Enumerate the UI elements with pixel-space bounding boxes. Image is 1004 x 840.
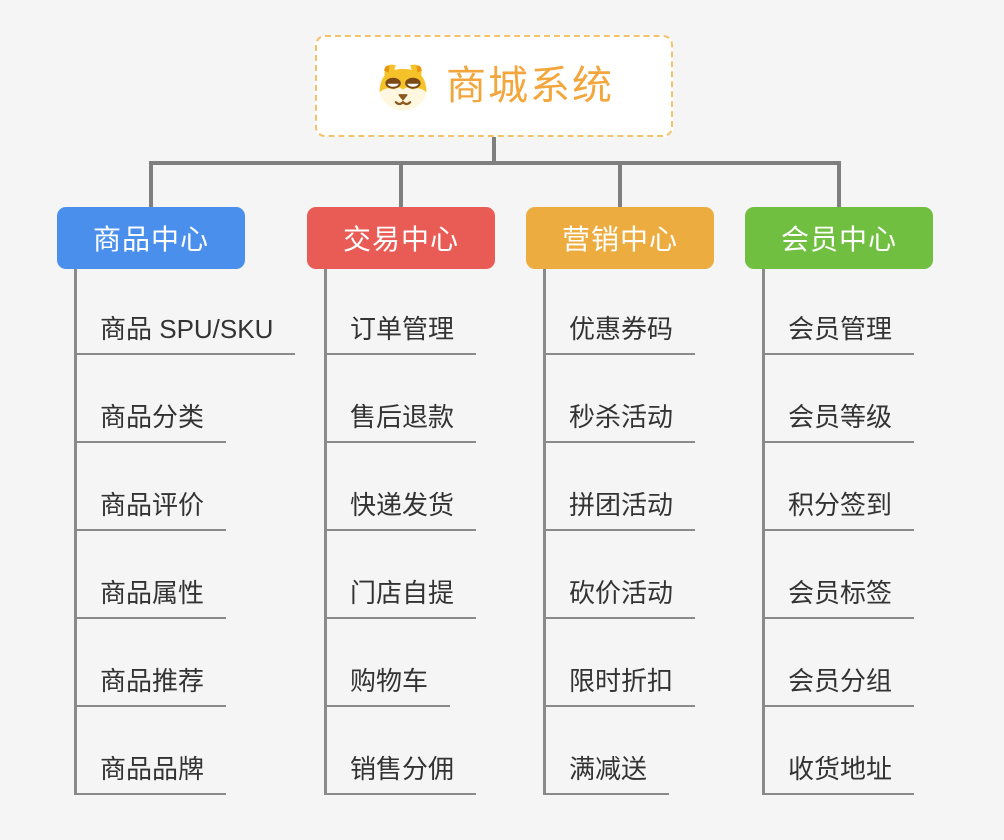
- dog-face-icon: [374, 59, 432, 113]
- item-label[interactable]: 销售分佣: [324, 753, 477, 795]
- connector-bus-line: [149, 161, 841, 165]
- item-label[interactable]: 门店自提: [324, 577, 477, 619]
- item-label[interactable]: 快递发货: [324, 489, 477, 531]
- branch-items-trade-center: 订单管理 售后退款 快递发货 门店自提 购物车 销售分佣: [307, 267, 547, 795]
- branch-items-marketing-center: 优惠券码 秒杀活动 拼团活动 砍价活动 限时折扣 满减送: [526, 267, 766, 795]
- mindmap-item: 砍价活动: [543, 531, 766, 619]
- item-label[interactable]: 优惠券码: [543, 313, 696, 355]
- branch-box-product-center[interactable]: 商品中心: [57, 207, 245, 269]
- branch-items-product-center: 商品 SPU/SKU 商品分类 商品评价 商品属性 商品推荐 商品品牌: [57, 267, 297, 795]
- item-label[interactable]: 商品品牌: [74, 753, 227, 795]
- branch-trunk-line: [324, 269, 327, 795]
- item-label[interactable]: 砍价活动: [543, 577, 696, 619]
- branch-trunk-line: [762, 269, 765, 795]
- item-label[interactable]: 商品分类: [74, 401, 227, 443]
- item-label[interactable]: 会员分组: [762, 665, 915, 707]
- mindmap-item: 商品推荐: [74, 619, 297, 707]
- item-label[interactable]: 会员标签: [762, 577, 915, 619]
- mindmap-item: 秒杀活动: [543, 355, 766, 443]
- branch-trunk-line: [74, 269, 77, 795]
- mindmap-item: 快递发货: [324, 443, 547, 531]
- item-label[interactable]: 积分签到: [762, 489, 915, 531]
- item-label[interactable]: 商品 SPU/SKU: [74, 313, 296, 355]
- item-label[interactable]: 会员管理: [762, 313, 915, 355]
- root-title: 商城系统: [446, 64, 614, 108]
- item-label[interactable]: 收货地址: [762, 753, 915, 795]
- mindmap-item: 满减送: [543, 707, 766, 795]
- connector-drop-line: [837, 163, 841, 207]
- mindmap-item: 销售分佣: [324, 707, 547, 795]
- mindmap-item: 订单管理: [324, 267, 547, 355]
- mindmap-item: 收货地址: [762, 707, 985, 795]
- mindmap-item: 会员标签: [762, 531, 985, 619]
- root-node[interactable]: 商城系统: [315, 35, 673, 137]
- connector-drop-line: [618, 163, 622, 207]
- mindmap-item: 商品品牌: [74, 707, 297, 795]
- item-label[interactable]: 秒杀活动: [543, 401, 696, 443]
- branch-box-member-center[interactable]: 会员中心: [745, 207, 933, 269]
- item-label[interactable]: 订单管理: [324, 313, 477, 355]
- connector-drop-line: [399, 163, 403, 207]
- item-label[interactable]: 商品推荐: [74, 665, 227, 707]
- mindmap-item: 商品评价: [74, 443, 297, 531]
- mindmap-item: 商品 SPU/SKU: [74, 267, 297, 355]
- mindmap-item: 会员分组: [762, 619, 985, 707]
- item-label[interactable]: 购物车: [324, 665, 451, 707]
- item-label[interactable]: 商品评价: [74, 489, 227, 531]
- mindmap-item: 优惠券码: [543, 267, 766, 355]
- mindmap-item: 会员管理: [762, 267, 985, 355]
- item-label[interactable]: 限时折扣: [543, 665, 696, 707]
- branch-box-trade-center[interactable]: 交易中心: [307, 207, 495, 269]
- mindmap-item: 商品分类: [74, 355, 297, 443]
- item-label[interactable]: 商品属性: [74, 577, 227, 619]
- mindmap-item: 会员等级: [762, 355, 985, 443]
- mindmap-item: 门店自提: [324, 531, 547, 619]
- item-label[interactable]: 满减送: [543, 753, 670, 795]
- mindmap-item: 积分签到: [762, 443, 985, 531]
- mindmap-item: 商品属性: [74, 531, 297, 619]
- item-label[interactable]: 售后退款: [324, 401, 477, 443]
- item-label[interactable]: 拼团活动: [543, 489, 696, 531]
- mindmap-item: 购物车: [324, 619, 547, 707]
- mindmap-item: 拼团活动: [543, 443, 766, 531]
- mindmap-item: 售后退款: [324, 355, 547, 443]
- item-label[interactable]: 会员等级: [762, 401, 915, 443]
- branch-items-member-center: 会员管理 会员等级 积分签到 会员标签 会员分组 收货地址: [745, 267, 985, 795]
- branch-box-marketing-center[interactable]: 营销中心: [526, 207, 714, 269]
- connector-root-stub: [492, 137, 496, 163]
- connector-drop-line: [149, 163, 153, 207]
- branch-trunk-line: [543, 269, 546, 795]
- mindmap-item: 限时折扣: [543, 619, 766, 707]
